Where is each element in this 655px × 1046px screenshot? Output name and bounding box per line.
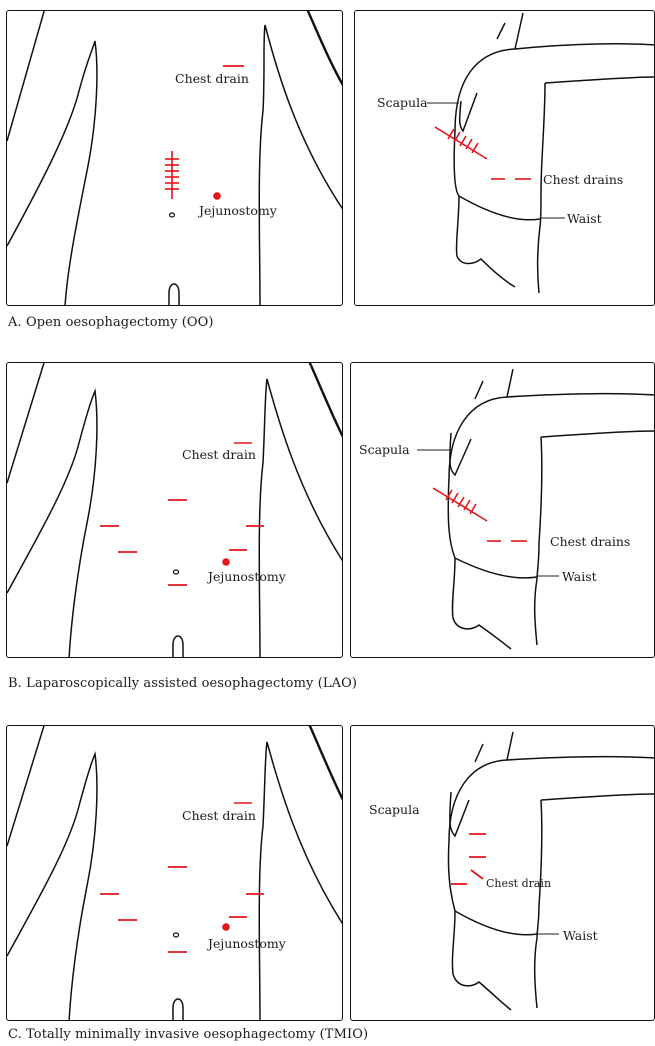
caption-c: C. Totally minimally invasive oesophagec… — [8, 1027, 368, 1042]
chest-drain-label: Chest drain — [182, 808, 256, 823]
front-torso-diagram-b: Chest drain Jejunostomy — [7, 363, 343, 658]
thoracoscopic-port-marks — [451, 834, 486, 884]
back-torso-diagram-b: Scapula Chest drains Waist — [351, 363, 655, 658]
scapula-label: Scapula — [377, 95, 428, 110]
chest-drain-label: Chest drain — [182, 447, 256, 462]
scapula-label: Scapula — [369, 802, 420, 817]
waist-label: Waist — [563, 928, 598, 943]
front-torso-diagram-a: Chest drain Jejunostomy — [7, 11, 343, 306]
umbilicus — [170, 213, 175, 217]
jejunostomy-label: Jejunostomy — [206, 569, 287, 584]
panel-a-back-view: Scapula Chest drains Waist — [354, 10, 655, 306]
chest-drains-label: Chest drains — [543, 172, 623, 187]
back-torso-diagram-c: Scapula Chest drain Waist — [351, 726, 655, 1021]
panel-b-back-view: Scapula Chest drains Waist — [350, 362, 655, 658]
jejunostomy-label: Jejunostomy — [197, 203, 278, 218]
chest-drain-label: Chest drain — [486, 877, 551, 890]
panel-c-front-view: Chest drain Jejunostomy — [6, 725, 343, 1021]
jejunostomy-dot — [222, 923, 230, 931]
caption-b: B. Laparoscopically assisted oesophagect… — [8, 676, 357, 691]
jejunostomy-dot — [222, 558, 230, 566]
chest-drains-label: Chest drains — [550, 534, 630, 549]
panel-a-front-view: Chest drain Jejunostomy — [6, 10, 343, 306]
caption-a: A. Open oesophagectomy (OO) — [8, 315, 214, 330]
chest-drain-label: Chest drain — [175, 71, 249, 86]
waist-label: Waist — [562, 569, 597, 584]
front-torso-diagram-c: Chest drain Jejunostomy — [7, 726, 343, 1021]
thoracotomy-incision — [435, 127, 487, 159]
jejunostomy-dot — [213, 192, 221, 200]
thoracotomy-incision — [433, 488, 487, 521]
back-torso-diagram-a: Scapula Chest drains Waist — [355, 11, 655, 306]
waist-label: Waist — [567, 211, 602, 226]
umbilicus — [174, 933, 179, 937]
umbilicus — [174, 570, 179, 574]
panel-b-front-view: Chest drain Jejunostomy — [6, 362, 343, 658]
panel-c-back-view: Scapula Chest drain Waist — [350, 725, 655, 1021]
jejunostomy-label: Jejunostomy — [206, 936, 287, 951]
scapula-label: Scapula — [359, 442, 410, 457]
midline-laparotomy-incision — [165, 151, 179, 199]
